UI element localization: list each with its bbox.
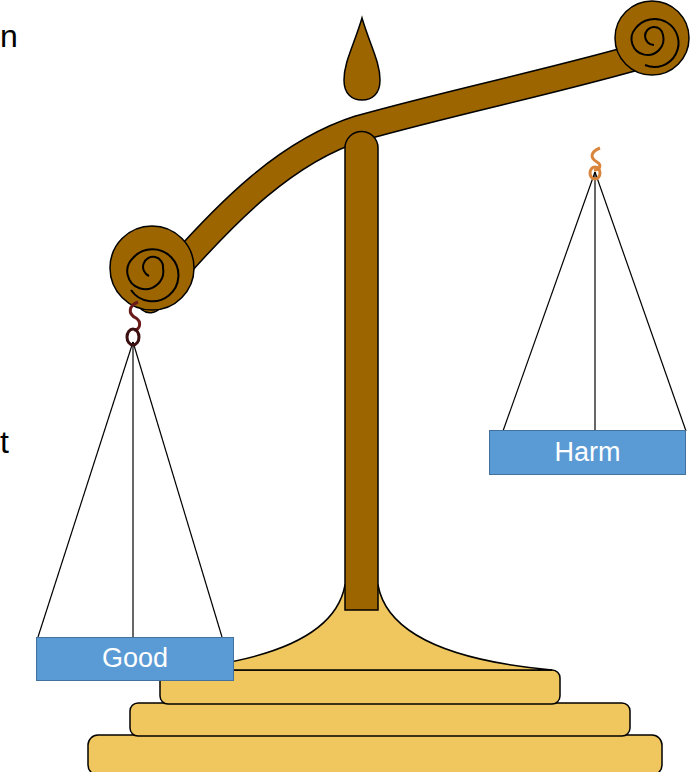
scroll-spiral <box>632 19 679 67</box>
scroll-spiral <box>127 249 178 301</box>
scroll <box>615 1 689 75</box>
finial <box>344 18 380 100</box>
hook-ring <box>127 329 139 345</box>
pan-label: Good <box>102 644 168 674</box>
column <box>345 132 378 611</box>
text-fragment: t <box>0 426 9 458</box>
pan-label-box: Harm <box>489 430 686 475</box>
base-slab <box>130 703 630 736</box>
pan-label-box: Good <box>36 637 234 681</box>
hook-ring <box>590 167 600 179</box>
pan-label: Harm <box>555 438 621 468</box>
beam <box>150 52 655 300</box>
scroll <box>110 226 194 310</box>
beam-outline <box>150 52 655 300</box>
text-fragment: n <box>0 20 18 52</box>
hook <box>130 302 139 330</box>
base-slab <box>88 735 662 772</box>
